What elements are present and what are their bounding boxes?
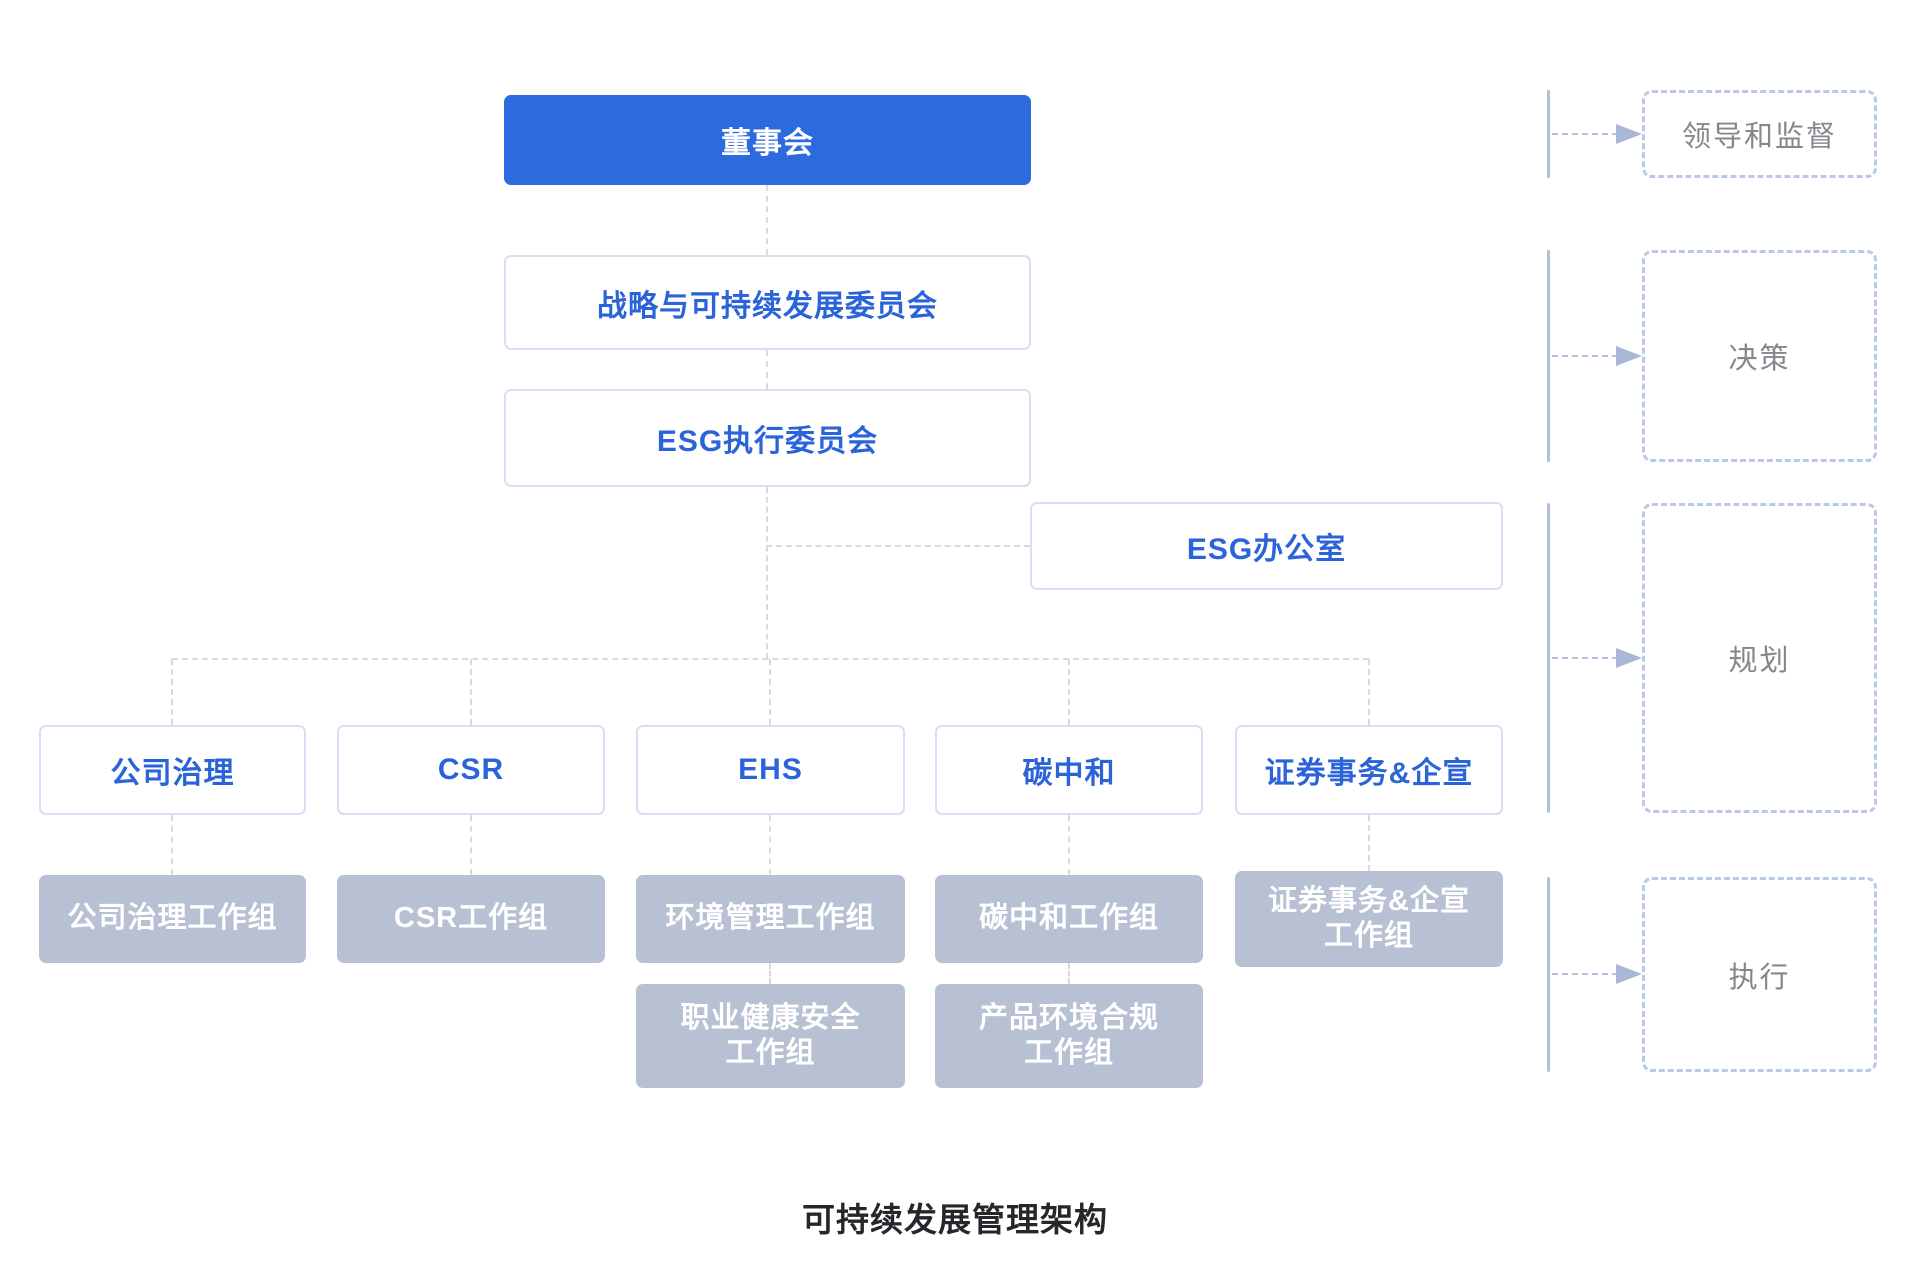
arrowhead-icon bbox=[1616, 648, 1642, 668]
node-wg-securities-pr: 证券事务&企宣 工作组 bbox=[1235, 871, 1503, 967]
connector-stub-csr bbox=[470, 659, 472, 725]
chart-title: 可持续发展管理架构 bbox=[802, 1201, 1108, 1238]
stage-line-execution bbox=[1547, 877, 1550, 1072]
stage-arrow-line-execution bbox=[1552, 973, 1618, 975]
node-dept-ehs: EHS bbox=[636, 725, 905, 815]
node-wg-corporate-governance: 公司治理工作组 bbox=[39, 875, 306, 963]
stage-arrow-line-planning bbox=[1552, 657, 1618, 659]
node-wg-csr: CSR工作组 bbox=[337, 875, 605, 963]
stage-line-leadership bbox=[1547, 90, 1550, 178]
node-dept-corporate-governance: 公司治理 bbox=[39, 725, 306, 815]
stage-box-planning: 规划 bbox=[1642, 503, 1877, 813]
connector-stub-governance bbox=[171, 659, 173, 725]
node-strategy-sustainability-committee: 战略与可持续发展委员会 bbox=[504, 255, 1031, 350]
connector-stub-securities bbox=[1368, 659, 1370, 725]
stage-arrow-line-leadership bbox=[1552, 133, 1618, 135]
stage-arrow-line-decision bbox=[1552, 355, 1618, 357]
connector-governance-to-wg bbox=[171, 815, 173, 875]
connector-esgexec-trunk bbox=[766, 487, 768, 659]
node-board-of-directors: 董事会 bbox=[504, 95, 1031, 185]
stage-line-decision bbox=[1547, 250, 1550, 462]
arrowhead-icon bbox=[1616, 124, 1642, 144]
connector-securities-to-wg bbox=[1368, 815, 1370, 871]
connector-strategy-to-esgexec bbox=[766, 350, 768, 389]
connector-stub-carbon bbox=[1068, 659, 1070, 725]
connector-stub-ehs bbox=[769, 659, 771, 725]
node-esg-office: ESG办公室 bbox=[1030, 502, 1503, 590]
node-wg-carbon-neutrality: 碳中和工作组 bbox=[935, 875, 1203, 963]
node-wg-product-env-compliance: 产品环境合规 工作组 bbox=[935, 984, 1203, 1088]
stage-box-decision: 决策 bbox=[1642, 250, 1877, 462]
connector-carbon-to-wg bbox=[1068, 815, 1070, 875]
node-dept-securities-pr: 证券事务&企宣 bbox=[1235, 725, 1503, 815]
stage-box-leadership-supervision: 领导和监督 bbox=[1642, 90, 1877, 178]
connector-board-to-strategy bbox=[766, 185, 768, 255]
stage-box-execution: 执行 bbox=[1642, 877, 1877, 1072]
node-wg-occupational-health-safety: 职业健康安全 工作组 bbox=[636, 984, 905, 1088]
connector-ehs-to-wg bbox=[769, 815, 771, 875]
connector-carbon-wg2 bbox=[1068, 963, 1070, 984]
node-wg-environment-management: 环境管理工作组 bbox=[636, 875, 905, 963]
node-dept-csr: CSR bbox=[337, 725, 605, 815]
connector-ehs-wg2 bbox=[769, 963, 771, 984]
node-esg-executive-committee: ESG执行委员会 bbox=[504, 389, 1031, 487]
connector-branch-to-esg-office bbox=[766, 545, 1030, 547]
connector-csr-to-wg bbox=[470, 815, 472, 875]
node-dept-carbon-neutrality: 碳中和 bbox=[935, 725, 1203, 815]
arrowhead-icon bbox=[1616, 346, 1642, 366]
stage-line-planning bbox=[1547, 503, 1550, 813]
arrowhead-icon bbox=[1616, 964, 1642, 984]
